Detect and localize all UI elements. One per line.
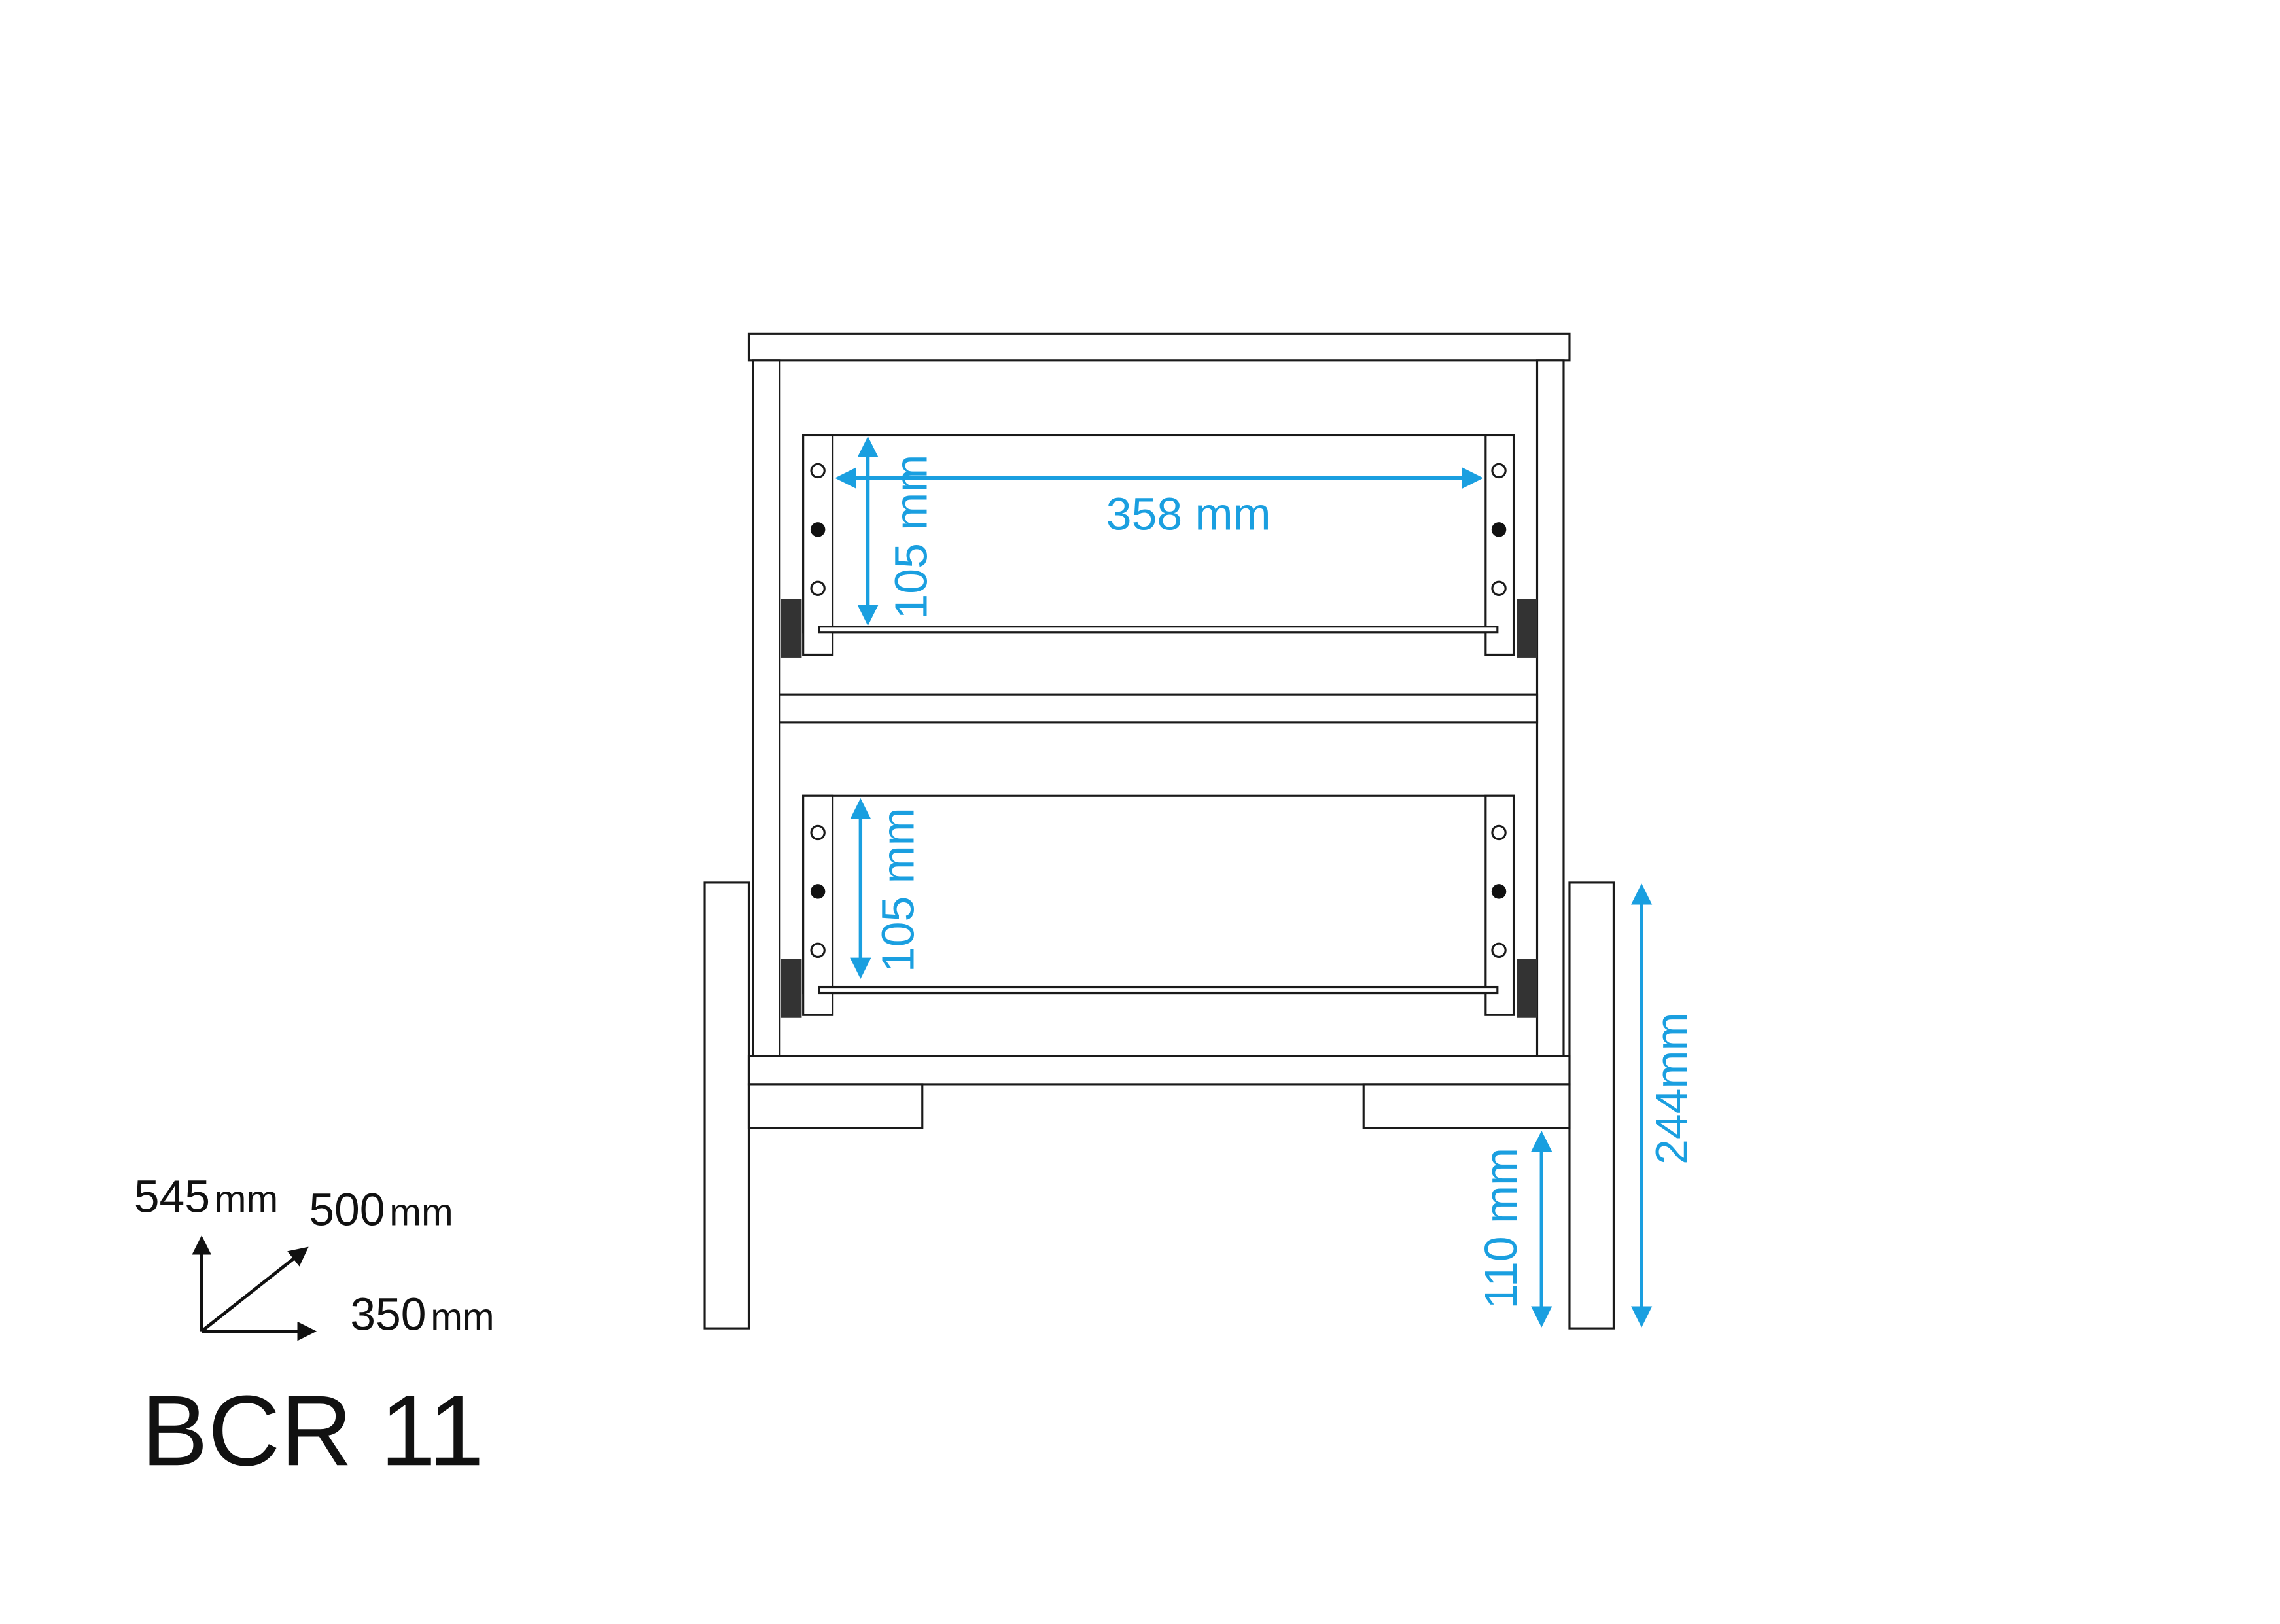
depth-value: 500 [309, 1184, 385, 1235]
width-value: 350 [350, 1288, 426, 1339]
depth-unit: mm [389, 1192, 453, 1234]
left-side-panel [752, 359, 781, 1057]
lower-drawer [780, 794, 1537, 1018]
left-foot-rail [747, 1083, 924, 1129]
dimension-leg-clearance: 110 mm [1475, 1130, 1552, 1328]
svg-text:244mm: 244mm [1646, 1012, 1697, 1164]
width-unit: mm [430, 1296, 494, 1338]
lower-drawer-height-label: 105 mm [872, 807, 923, 972]
right-leg [1568, 881, 1615, 1330]
leg-height-unit: mm [1646, 1012, 1697, 1088]
leg-clearance-label: 110 mm [1475, 1148, 1526, 1309]
left-leg [703, 881, 750, 1330]
bottom-board [747, 1055, 1571, 1086]
right-side-panel [1535, 359, 1565, 1057]
model-name: BCR 11 [141, 1375, 484, 1487]
right-foot-rail [1362, 1083, 1571, 1129]
dimension-lower-drawer-height: 105 mm [850, 798, 923, 979]
dimension-leg-height: 244mm [1630, 883, 1697, 1328]
top-board [747, 332, 1571, 362]
drawer-width-label: 358 mm [1106, 488, 1271, 539]
upper-drawer-height-label: 105 mm [886, 455, 937, 620]
dimension-upper-drawer-height: 105 mm [857, 436, 937, 626]
height-unit: mm [215, 1178, 278, 1221]
height-value: 545 [134, 1171, 210, 1222]
dimension-drawer-width: 358 mm [835, 467, 1484, 539]
middle-shelf [779, 693, 1539, 724]
leg-height-value: 244 [1646, 1089, 1697, 1165]
